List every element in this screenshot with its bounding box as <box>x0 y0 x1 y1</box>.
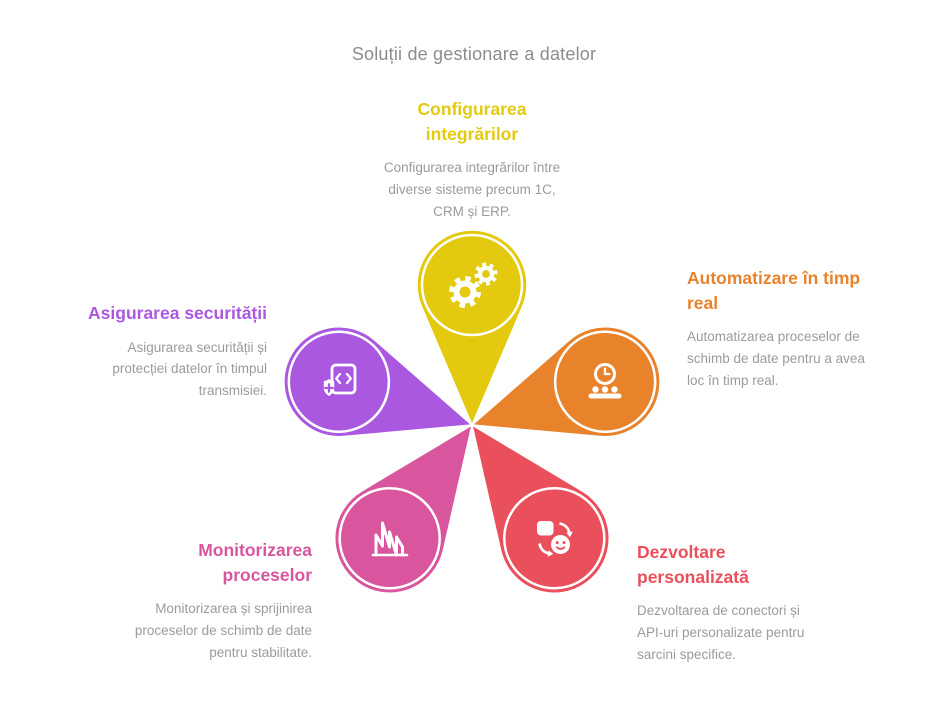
integrations-description: Configurarea integrărilor între diverse … <box>383 160 561 219</box>
security-heading: Asigurarea securității <box>88 303 267 323</box>
petal-ring <box>503 487 606 590</box>
realtime-description: Automatizarea proceselor de schimb de da… <box>687 329 865 388</box>
shield-document-icon <box>323 363 357 396</box>
petal-integrations <box>416 229 528 427</box>
data-exchange-icon <box>537 521 573 557</box>
monitoring-block: Monitorizarea proceselor Monitorizarea ș… <box>92 538 312 664</box>
petal-security <box>283 326 474 438</box>
petal-monitoring <box>334 423 474 594</box>
petal-custom-development <box>470 423 610 594</box>
clock-conveyor-icon <box>588 363 622 399</box>
petal-shape <box>283 326 474 438</box>
realtime-block: Automatizare în timp real Automatizarea … <box>687 266 902 392</box>
petal-ring <box>553 330 657 433</box>
petal-ring <box>287 330 391 433</box>
petal-shape <box>470 326 661 438</box>
custom-development-block: Dezvoltare personalizată Dezvoltarea de … <box>637 540 857 666</box>
realtime-heading: Automatizare în timp real <box>687 268 861 313</box>
security-block: Asigurarea securității Asigurarea securi… <box>32 301 267 402</box>
integrations-block: Configurarea integrărilor Configurarea i… <box>342 97 602 223</box>
custom-development-description: Dezvoltarea de conectori și API-uri pers… <box>637 603 805 662</box>
page-title: Soluții de gestionare a datelor <box>351 44 597 64</box>
custom-development-heading: Dezvoltare personalizată <box>637 542 749 587</box>
petal-ring <box>420 233 524 337</box>
petal-realtime <box>470 326 661 438</box>
security-description: Asigurarea securității și protecției dat… <box>112 339 267 399</box>
integrations-heading: Configurarea integrărilor <box>417 99 527 144</box>
petal-ring <box>338 487 441 590</box>
monitoring-heading: Monitorizarea proceselor <box>198 540 312 585</box>
chart-icon <box>371 521 409 557</box>
petal-shape <box>416 229 528 427</box>
monitoring-description: Monitorizarea și sprijinirea proceselor … <box>134 601 312 660</box>
